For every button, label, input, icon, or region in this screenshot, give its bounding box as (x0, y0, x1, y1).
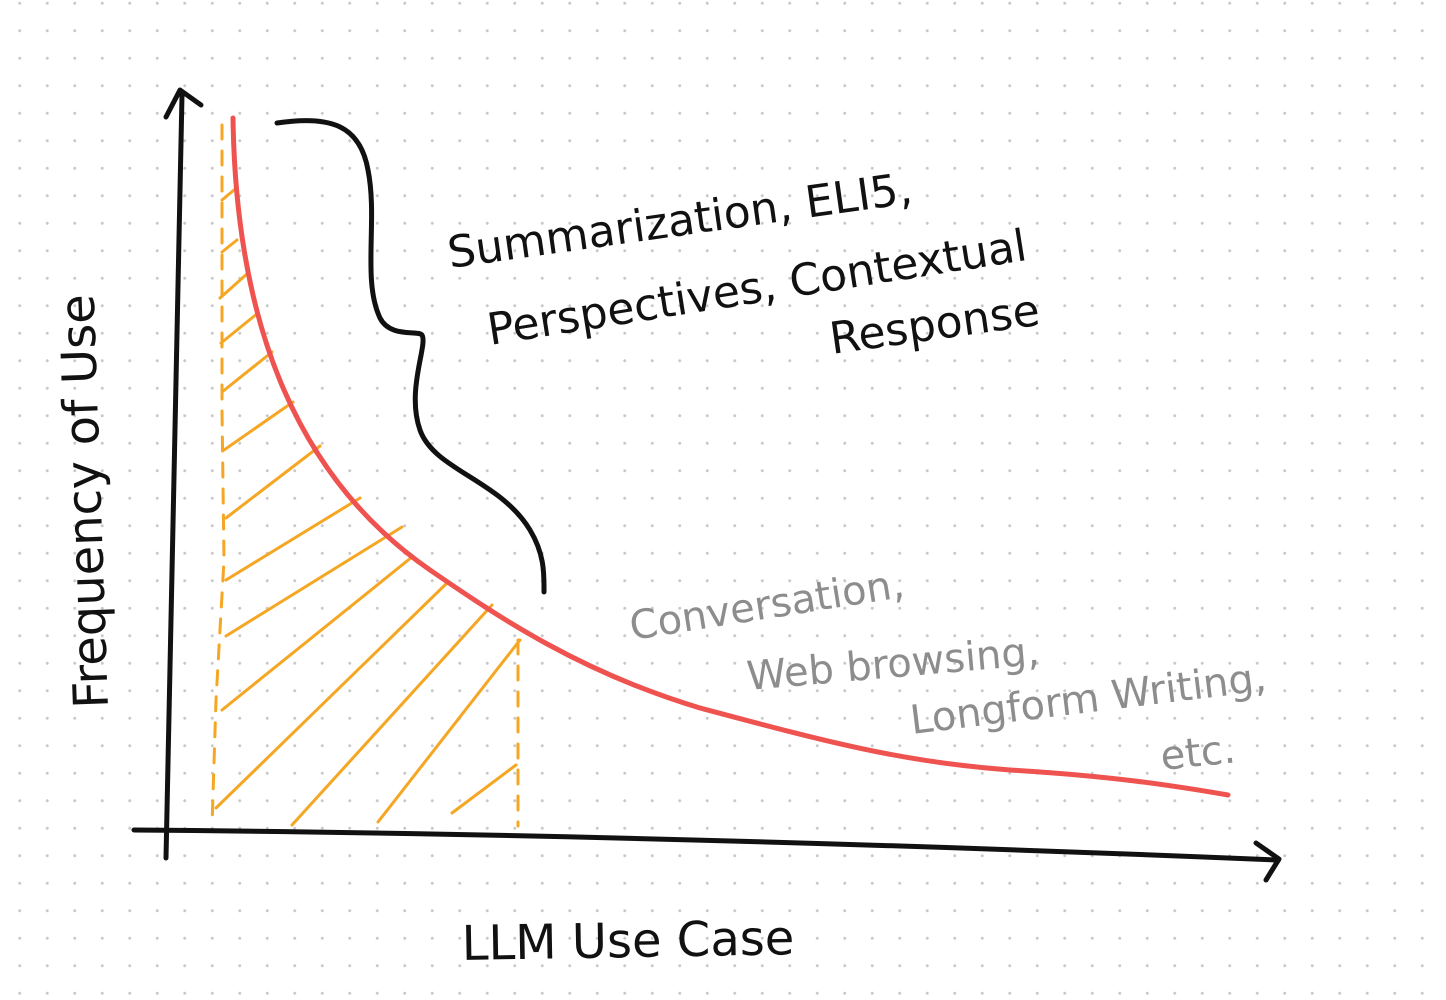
hatch-line (214, 582, 448, 810)
hatch-boundary-left (210, 123, 226, 828)
hatch-line (218, 271, 250, 300)
x-axis-arrowhead (1253, 840, 1282, 883)
hatch-line (219, 311, 260, 345)
hatch-line (220, 350, 274, 394)
hatch-line (376, 638, 522, 824)
tail-annotation: Conversation, Web browsing, Longform Wri… (626, 561, 1269, 780)
head-brace (274, 118, 547, 595)
y-axis-arrowhead (163, 87, 204, 120)
hatch-line (220, 555, 414, 712)
y-axis (163, 92, 185, 861)
head-annotation: Summarization, ELI5, Perspectives, Conte… (444, 163, 1042, 365)
hatch-line (224, 496, 362, 582)
x-axis (131, 827, 1279, 863)
long-tail-curve (230, 115, 1231, 798)
hatch-line (220, 238, 239, 254)
hatch-line (222, 400, 295, 452)
hatch-line (224, 444, 322, 520)
hatch-line (450, 763, 518, 815)
y-axis-label: Frequency of Use (50, 293, 120, 709)
hatch-line (290, 603, 494, 827)
tail-annotation-line4: etc. (1158, 726, 1237, 780)
x-axis-label: LLM Use Case (461, 910, 794, 972)
hatch-line (220, 188, 236, 202)
tail-annotation-line1: Conversation, (626, 561, 907, 650)
axes (131, 87, 1282, 883)
hatch-line (224, 525, 404, 638)
head-hatched-region (210, 123, 522, 828)
